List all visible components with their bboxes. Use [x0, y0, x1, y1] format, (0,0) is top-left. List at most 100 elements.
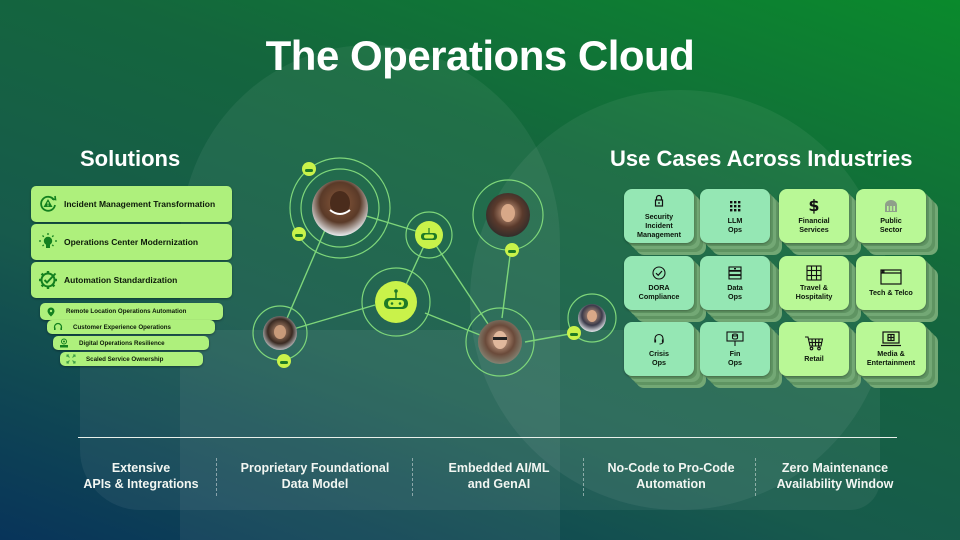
use-case-card-wrapper: Travel &Hospitality	[779, 256, 861, 322]
use-case-label-line: Retail	[804, 353, 824, 363]
use-case-label-line: Ops	[728, 292, 742, 301]
use-case-label-line: Sector	[879, 225, 903, 234]
feature-ai-ml: Embedded AI/ML and GenAI	[416, 461, 582, 492]
bot-middle	[415, 221, 443, 249]
bot-badge-icon	[277, 354, 291, 368]
use-case-label-line: DORA	[648, 283, 670, 292]
solution-digital-resilience[interactable]: Digital Operations Resilience	[53, 336, 209, 350]
feature-separator	[755, 458, 756, 496]
grid-dots-icon	[728, 198, 742, 213]
ring	[405, 211, 453, 259]
feature-separator	[412, 458, 413, 496]
feature-line: Extensive	[111, 461, 171, 475]
feature-line: APIs & Integrations	[83, 476, 199, 491]
gear-check-icon	[37, 269, 59, 291]
feature-line: Automation	[636, 476, 706, 491]
use-case-card[interactable]: Media &Entertainment	[856, 322, 926, 376]
person-woman-glasses	[478, 320, 522, 364]
ring	[361, 267, 431, 337]
solution-automation-standardization[interactable]: Automation Standardization	[31, 262, 232, 298]
link	[524, 332, 576, 343]
link	[501, 247, 512, 319]
building-grid-icon	[806, 264, 822, 281]
feature-line: Proprietary Foundational	[240, 461, 390, 475]
solution-label: Automation Standardization	[64, 275, 178, 285]
headset-icon	[53, 322, 63, 332]
solution-label: Incident Management Transformation	[64, 199, 216, 209]
solutions-heading: Solutions	[80, 146, 181, 171]
bot-badges	[277, 162, 581, 368]
use-case-label-line: Financial	[798, 216, 830, 225]
solution-customer-experience[interactable]: Customer Experience Operations	[47, 320, 215, 334]
expand-arrows-icon	[66, 354, 76, 364]
feature-separator	[583, 458, 584, 496]
use-case-card[interactable]: Travel &Hospitality	[779, 256, 849, 310]
use-case-label-line: Entertainment	[866, 358, 916, 367]
feature-line: and GenAI	[467, 476, 531, 491]
feature-apis: Extensive APIs & Integrations	[68, 461, 214, 492]
use-case-label-line: Ops	[728, 358, 742, 367]
svg-text:$: $	[808, 197, 819, 215]
bot-badge-icon	[505, 243, 519, 257]
use-case-card-wrapper: Tech & Telco	[856, 256, 938, 322]
solution-scaled-service[interactable]: Scaled Service Ownership	[60, 352, 203, 366]
page-title: The Operations Cloud	[265, 32, 695, 79]
use-case-label-line: Hospitality	[795, 292, 833, 301]
feature-zero-maintenance: Zero Maintenance Availability Window	[760, 461, 910, 492]
database-stack-icon	[728, 265, 742, 280]
solution-label: Remote Location Operations Automation	[66, 308, 187, 315]
ring	[289, 157, 391, 259]
lightbulb-icon	[37, 231, 59, 253]
use-case-card[interactable]: Tech & Telco	[856, 256, 926, 310]
feature-line: Embedded AI/ML	[448, 461, 550, 475]
shopping-cart-icon	[804, 336, 824, 351]
use-case-label-line: Data	[727, 283, 743, 292]
check-circle-icon	[652, 265, 666, 280]
government-building-icon	[883, 198, 899, 213]
lock-icon	[653, 194, 665, 209]
use-case-card[interactable]: Retail	[779, 322, 849, 376]
feature-no-code: No-Code to Pro-Code Automation	[587, 461, 755, 492]
use-case-label-line: Ops	[652, 358, 666, 367]
use-case-label: Tech & Telco	[869, 288, 913, 297]
use-case-card-wrapper: Media &Entertainment	[856, 322, 938, 388]
solution-incident-management[interactable]: Incident Management Transformation	[31, 186, 232, 222]
solution-operations-center[interactable]: Operations Center Modernization	[31, 224, 232, 260]
use-case-label-line: Fin	[729, 349, 741, 358]
bot-badge-icon	[292, 227, 306, 241]
network-rings	[252, 157, 617, 377]
link	[281, 229, 326, 331]
use-case-label-line: Crisis	[649, 349, 669, 358]
bot-badge-icon	[302, 162, 316, 176]
ring	[465, 307, 535, 377]
use-case-label-line: Compliance	[638, 292, 680, 301]
use-case-label-line: Security	[644, 211, 674, 221]
feature-data-model: Proprietary Foundational Data Model	[220, 461, 410, 492]
feature-separator	[216, 458, 217, 496]
use-case-label-line: Tech & Telco	[869, 287, 913, 297]
use-case-label-line: Management	[637, 229, 681, 239]
footer-divider	[78, 437, 897, 438]
laptop-icon	[880, 330, 902, 346]
solution-label: Customer Experience Operations	[73, 323, 171, 331]
person-woman-top	[486, 193, 530, 237]
use-case-label: Retail	[804, 354, 824, 363]
solution-remote-location[interactable]: Remote Location Operations Automation	[40, 303, 223, 320]
